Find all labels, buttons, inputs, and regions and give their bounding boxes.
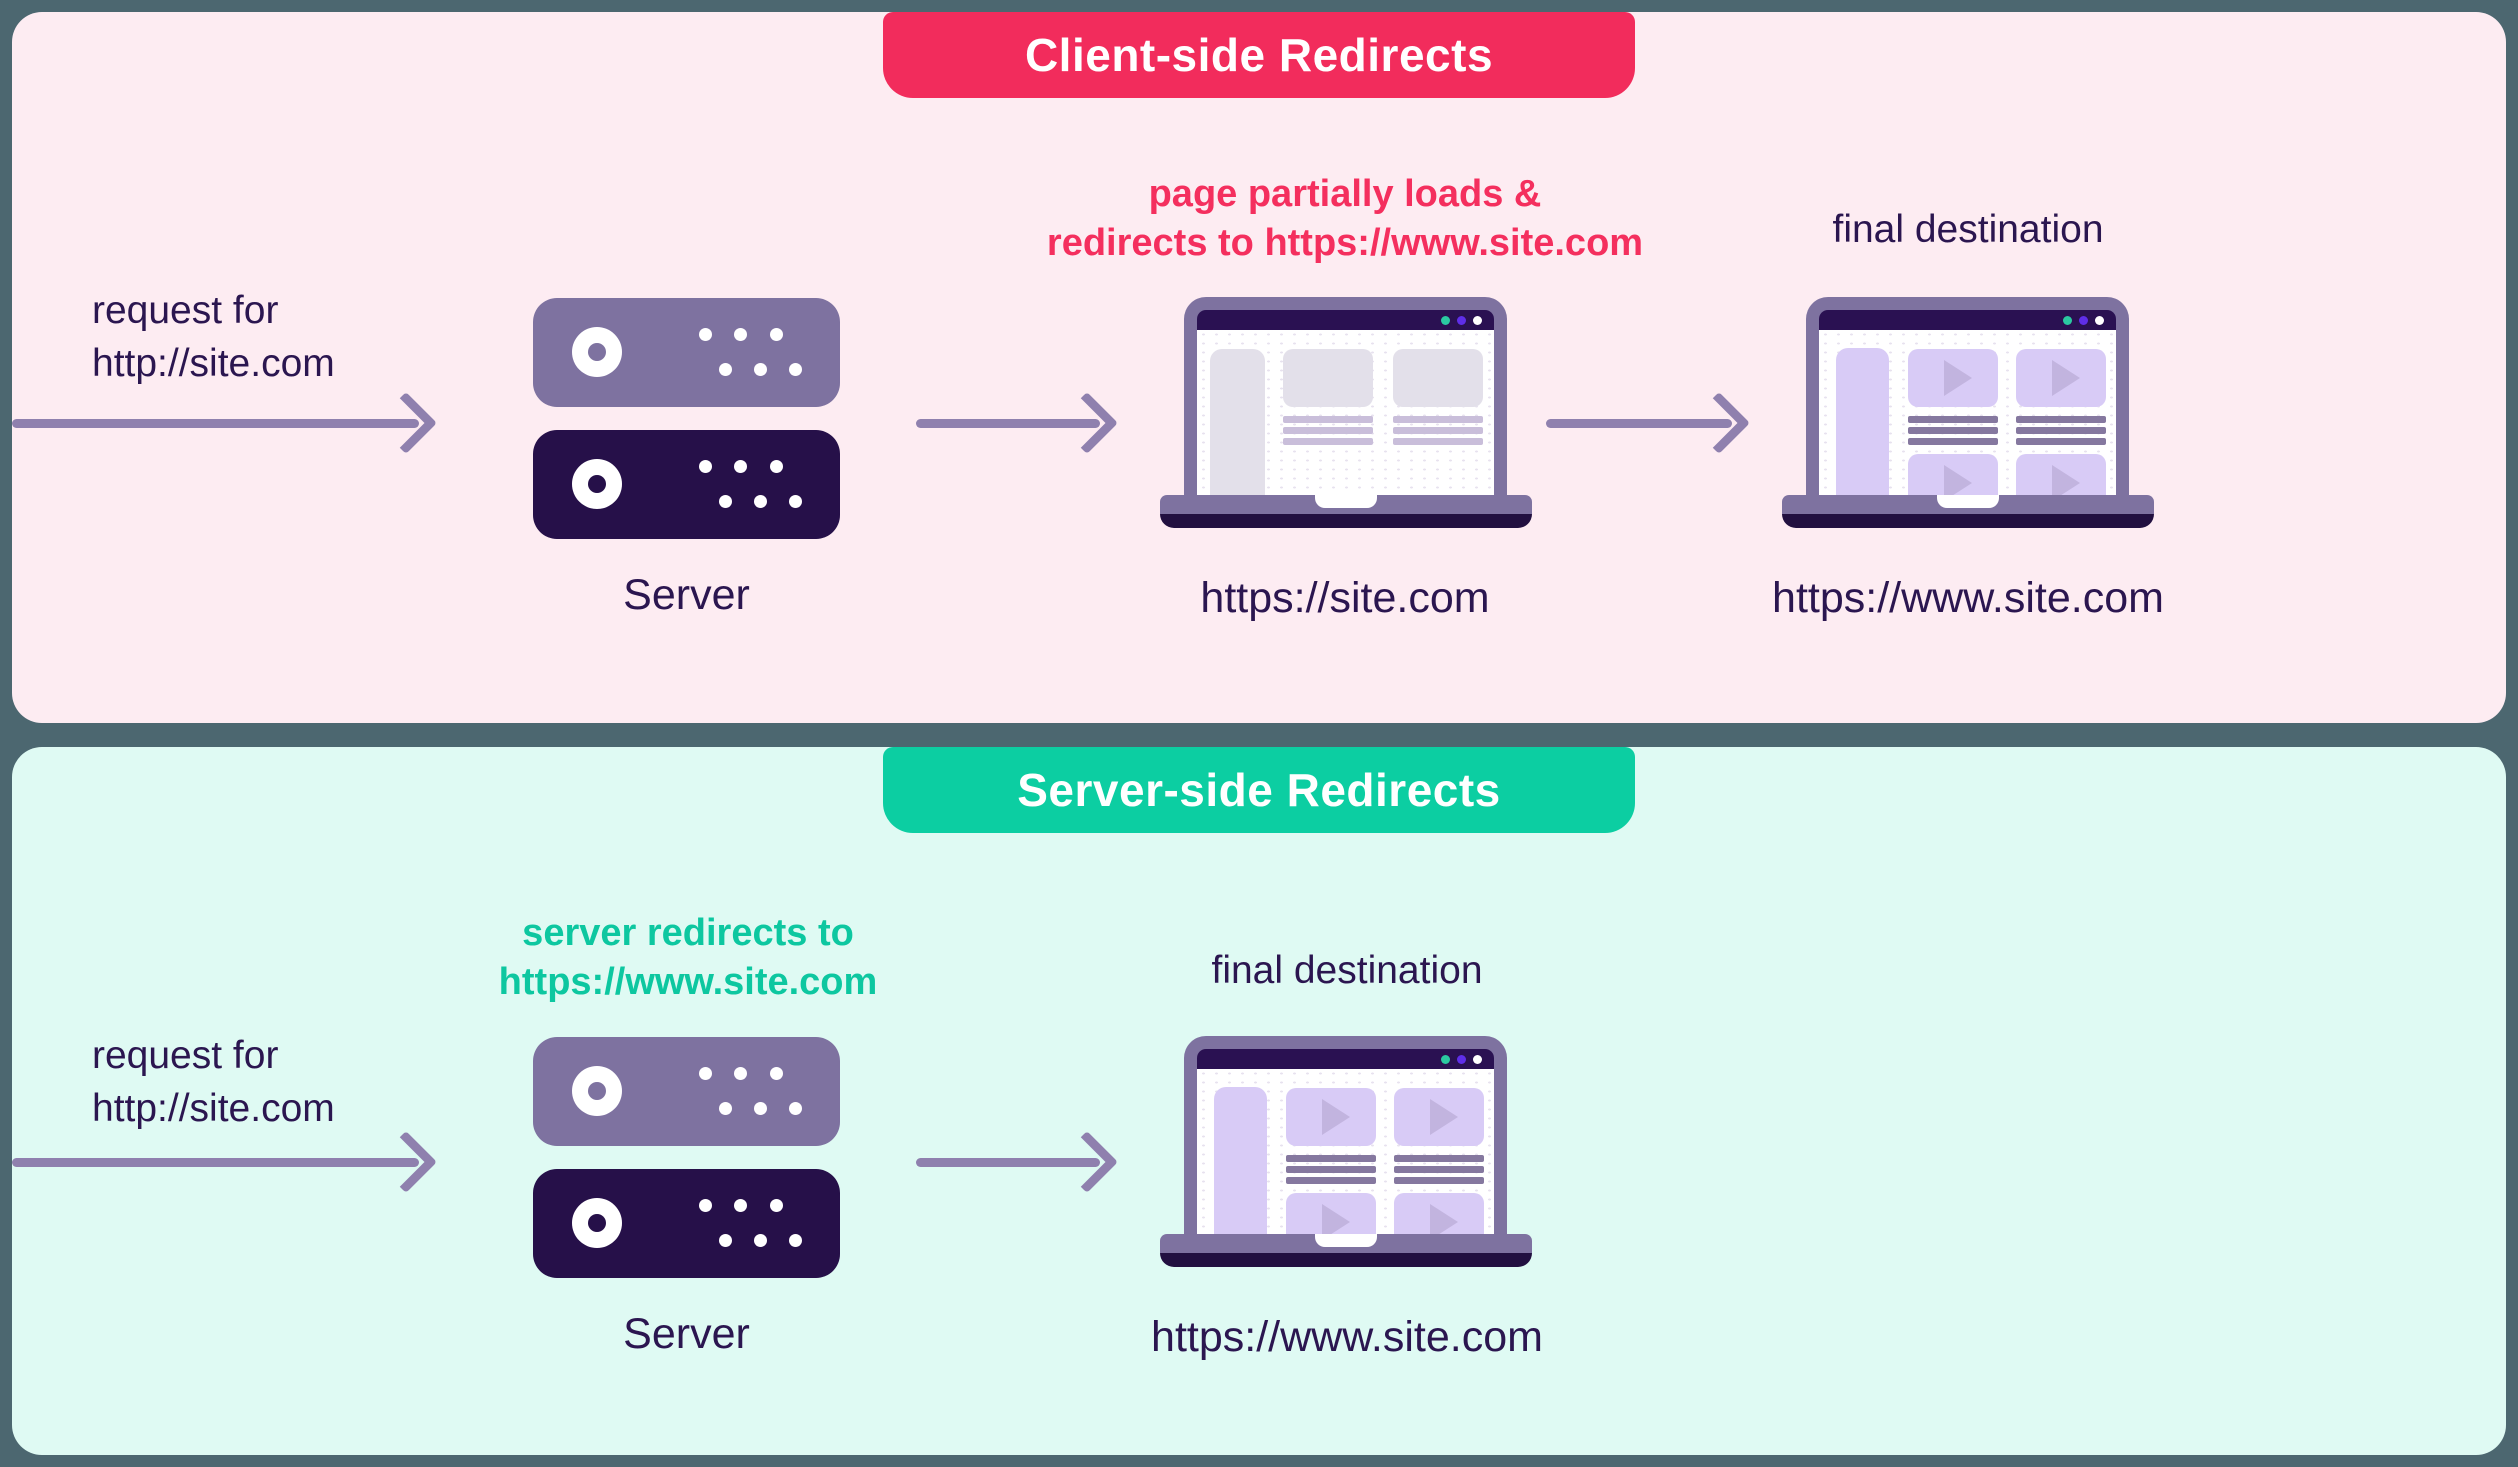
final-page-url: https://www.site.com — [1151, 1313, 1543, 1361]
drive-port-icon — [572, 1066, 622, 1116]
browser-dot-violet-icon — [1457, 316, 1466, 325]
request-arrow — [12, 1132, 431, 1192]
browser-dot-violet-icon — [1457, 1055, 1466, 1064]
server-banner-title: Server-side Redirects — [1017, 764, 1501, 816]
laptop-screen — [1184, 297, 1507, 514]
page-to-final-arrow — [1546, 393, 1744, 453]
server-banner: Server-side Redirects — [883, 747, 1635, 833]
server-request-line1: request for — [92, 1034, 279, 1077]
laptop-partial-page-icon — [1160, 297, 1532, 547]
server-redirects-panel: Server-side Redirects server redirects t… — [12, 747, 2506, 1455]
final-page-url: https://www.site.com — [1772, 574, 2164, 622]
client-request-label: request for http://site.com — [92, 284, 335, 390]
partial-page-url: https://site.com — [1200, 574, 1490, 622]
server-label: Server — [623, 571, 750, 619]
laptop-screen — [1806, 297, 2129, 514]
server-icon: Server — [533, 298, 840, 620]
server-icon: Server — [533, 1037, 840, 1359]
final-destination-label: final destination — [1211, 949, 1483, 992]
laptop-base — [1782, 495, 2154, 528]
laptop-final-page-icon — [1782, 297, 2154, 547]
page-sidebar-placeholder — [1836, 348, 1889, 514]
server-to-final-arrow — [916, 1132, 1112, 1192]
server-redirect-annotation: server redirects to https://www.site.com — [499, 909, 878, 1007]
play-icon — [1322, 1099, 1350, 1135]
server-rack-bottom-icon — [533, 430, 840, 539]
request-arrow — [12, 393, 431, 453]
play-icon — [1944, 360, 1972, 396]
content-card-placeholder — [1393, 349, 1483, 407]
server-request-label: request for http://site.com — [92, 1029, 335, 1135]
annotation-line1: page partially loads & — [1148, 173, 1542, 215]
browser-dot-teal-icon — [2063, 316, 2072, 325]
browser-dot-violet-icon — [2079, 316, 2088, 325]
video-card-placeholder — [1394, 1088, 1484, 1146]
video-card-placeholder — [2016, 349, 2106, 407]
full-page-content — [1819, 330, 2116, 514]
page-sidebar-placeholder — [1210, 349, 1265, 514]
browser-dot-white-icon — [2095, 316, 2104, 325]
browser-titlebar — [1197, 1049, 1494, 1069]
server-rack-top-icon — [533, 1037, 840, 1146]
client-request-line2: http://site.com — [92, 342, 335, 385]
server-label: Server — [623, 1310, 750, 1358]
laptop-final-page-icon — [1160, 1036, 1532, 1286]
server-request-line2: http://site.com — [92, 1087, 335, 1130]
page-sidebar-placeholder — [1214, 1087, 1267, 1253]
annotation-line2: https://www.site.com — [498, 961, 878, 1003]
laptop-base — [1160, 1234, 1532, 1267]
browser-dot-white-icon — [1473, 316, 1482, 325]
full-page-content — [1197, 1069, 1494, 1253]
drive-port-icon — [572, 459, 622, 509]
browser-dot-white-icon — [1473, 1055, 1482, 1064]
browser-dot-teal-icon — [1441, 1055, 1450, 1064]
client-banner-title: Client-side Redirects — [1024, 29, 1494, 81]
annotation-line2: redirects to https://www.site.com — [1046, 222, 1644, 264]
server-to-page-arrow — [916, 393, 1112, 453]
drive-port-icon — [572, 1198, 622, 1248]
client-redirects-panel: Client-side Redirects request for http:/… — [12, 12, 2506, 723]
laptop-screen — [1184, 1036, 1507, 1253]
drive-port-icon — [572, 327, 622, 377]
browser-titlebar — [1197, 310, 1494, 330]
video-card-placeholder — [1286, 1088, 1376, 1146]
play-icon — [1430, 1099, 1458, 1135]
client-redirect-annotation: page partially loads & redirects to http… — [1047, 170, 1643, 268]
partial-page-content — [1197, 330, 1494, 514]
video-card-placeholder — [1908, 349, 1998, 407]
final-destination-label: final destination — [1832, 208, 2104, 251]
content-card-placeholder — [1283, 349, 1373, 407]
server-rack-top-icon — [533, 298, 840, 407]
client-banner: Client-side Redirects — [883, 12, 1635, 98]
browser-titlebar — [1819, 310, 2116, 330]
laptop-base — [1160, 495, 1532, 528]
annotation-line1: server redirects to — [522, 912, 854, 954]
play-icon — [2052, 360, 2080, 396]
server-rack-bottom-icon — [533, 1169, 840, 1278]
browser-dot-teal-icon — [1441, 316, 1450, 325]
client-request-line1: request for — [92, 289, 279, 332]
